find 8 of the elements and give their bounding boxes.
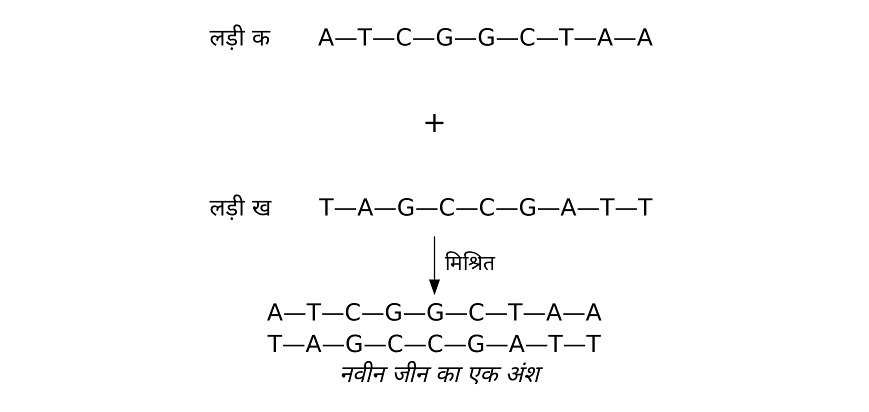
node-text: A—T—C—G—G—C—T—A—A T—A—G—C—C—G—A—T—T — [266, 298, 602, 358]
edge-label: मिश्रित — [444, 250, 495, 275]
arrow — [429, 236, 440, 296]
node-text: T—A—G—C—C—G—A—T—T — [319, 194, 652, 222]
node-label: लड़ी ख — [209, 194, 271, 222]
label: + — [422, 105, 447, 140]
node-label: लड़ी क — [209, 24, 270, 52]
node-text: A—T—C—G—G—C—T—A—A — [318, 24, 653, 52]
